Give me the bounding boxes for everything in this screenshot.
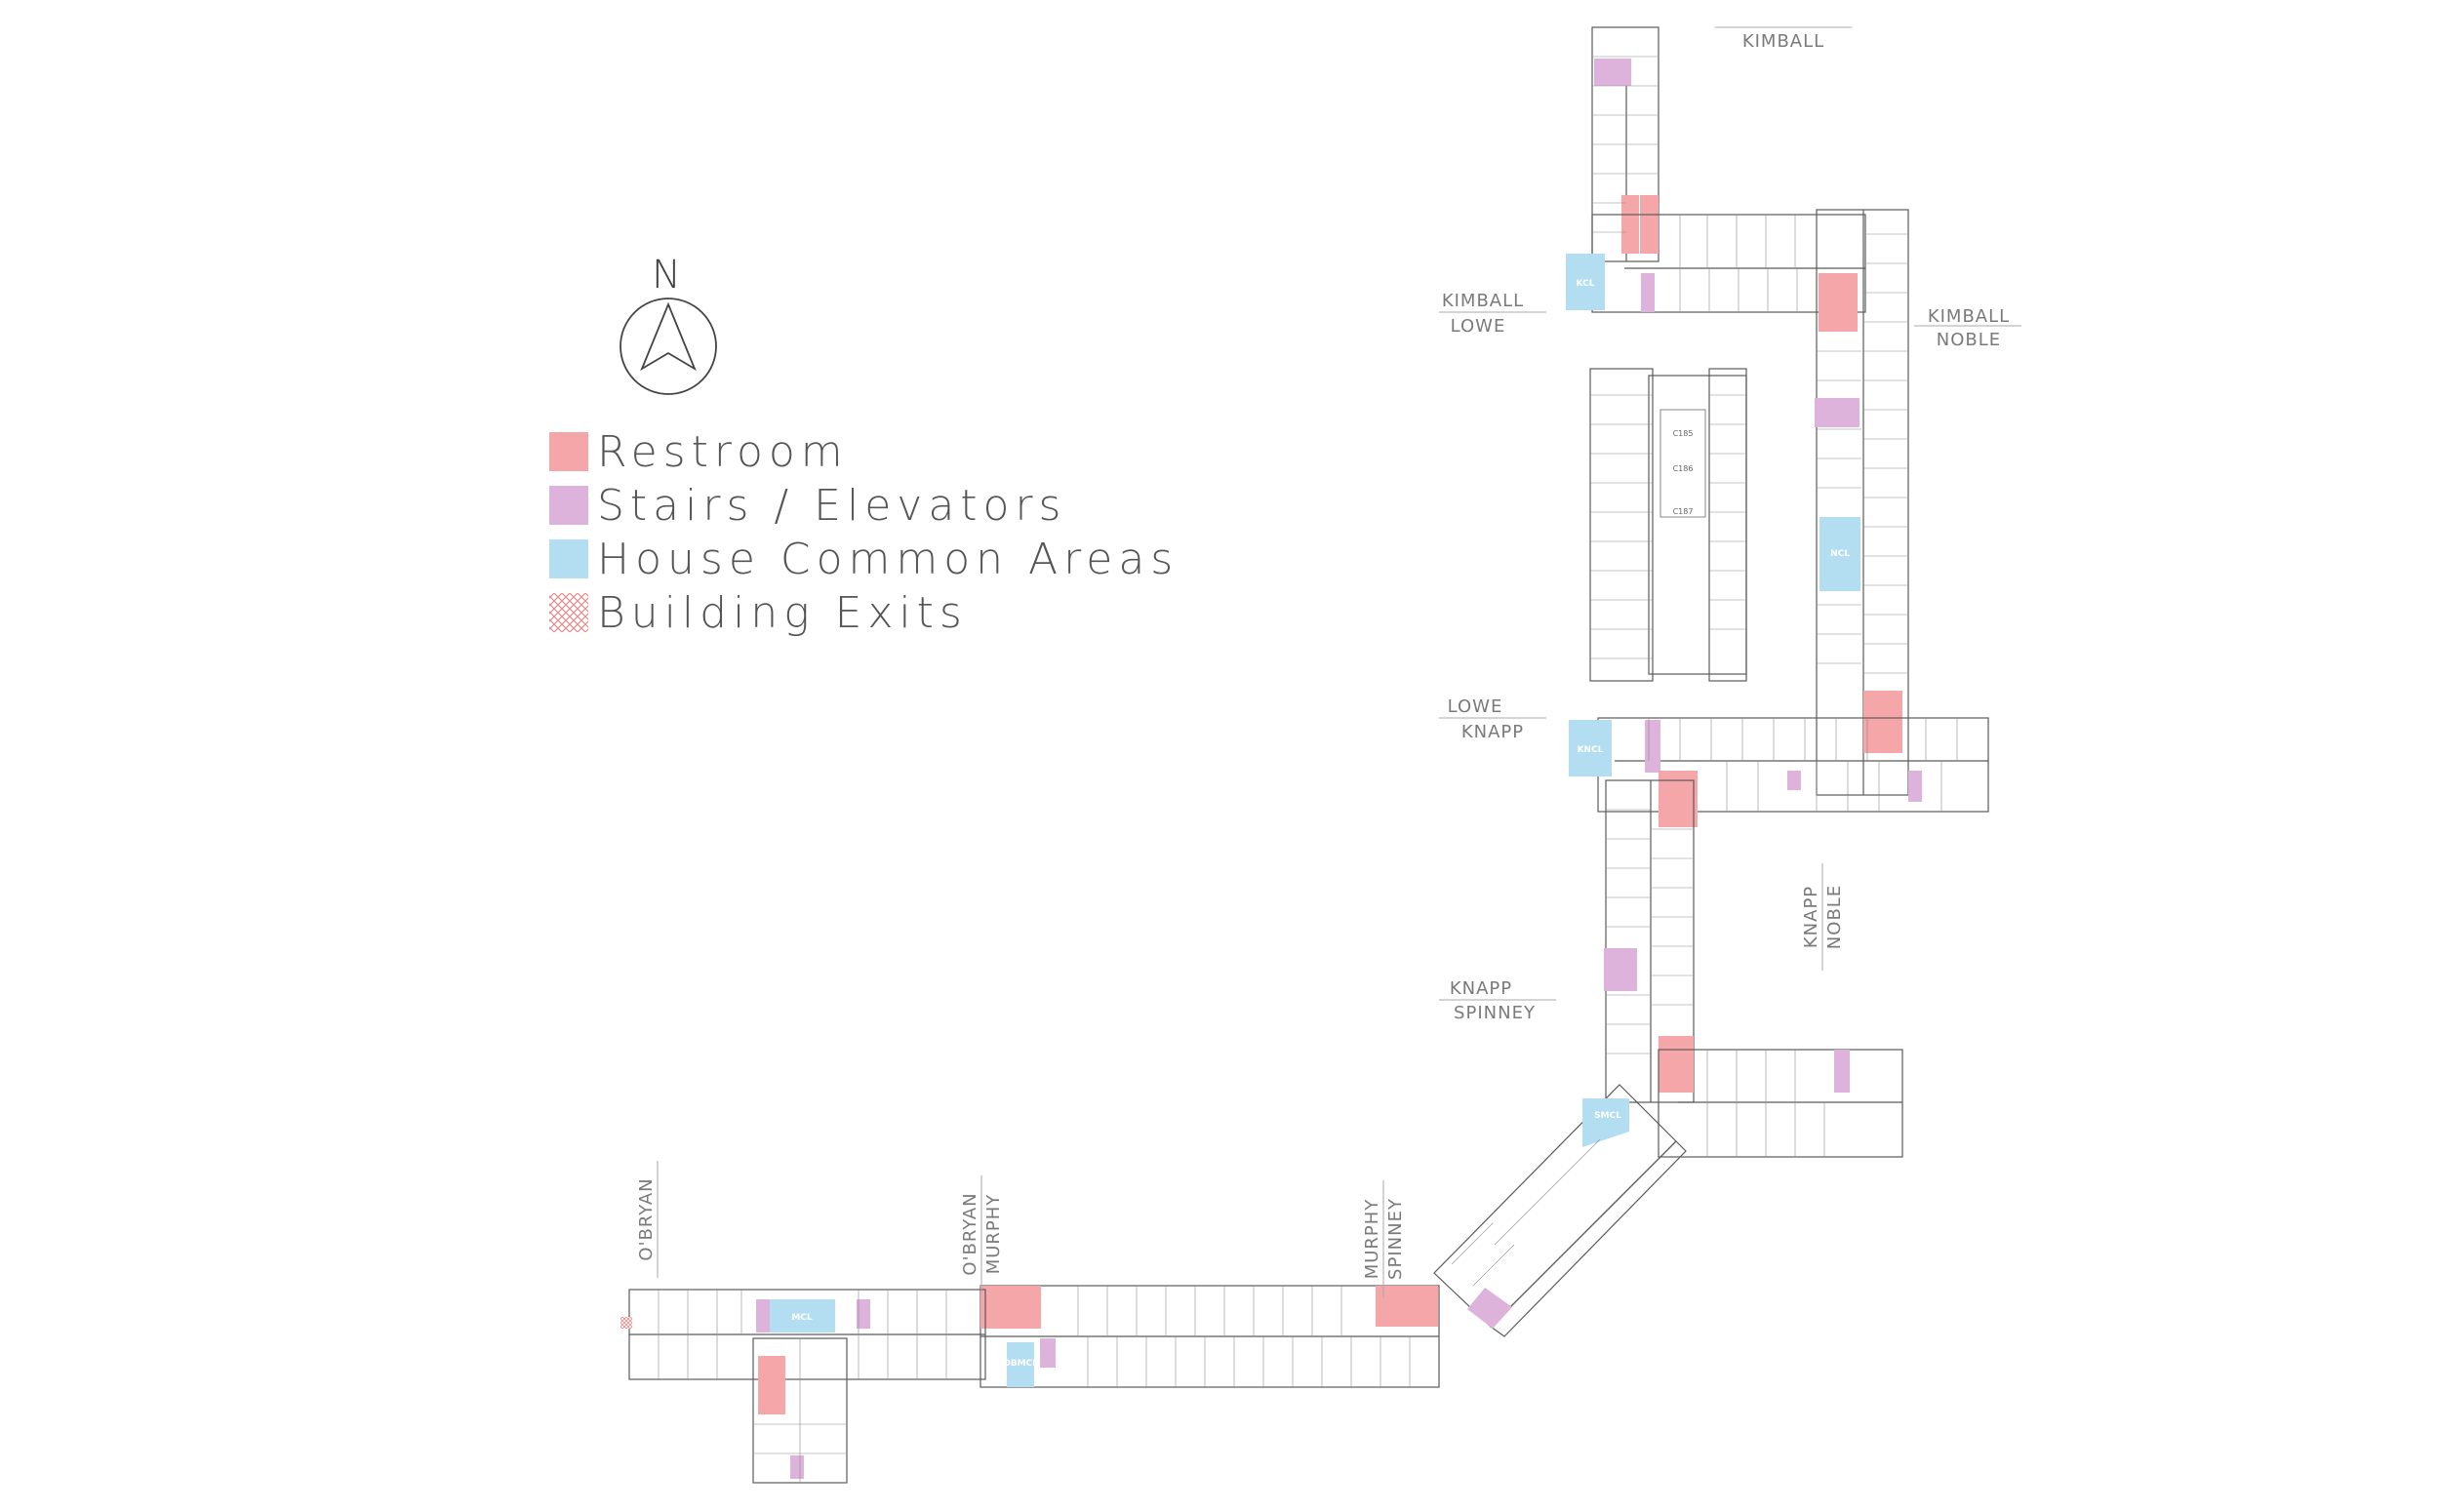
common-obmcl: [1007, 1342, 1034, 1387]
legend-swatch-stairs: [549, 486, 588, 525]
common-ncl: [1819, 517, 1860, 591]
svg-text:C185: C185: [1673, 429, 1694, 438]
legend-label-restroom: Restroom: [597, 427, 849, 477]
north-arrow-compass: N: [620, 253, 717, 395]
building-floorplan: KCL NCL C185 C186 C187 K: [620, 26, 1989, 1484]
legend-label-common: House Common Areas: [597, 535, 1179, 584]
wing-kimball: [1591, 26, 1659, 262]
label-kimball: KIMBALL: [1715, 26, 1852, 52]
svg-text:KNAPP: KNAPP: [1461, 722, 1524, 742]
wing-spinney: [1658, 1049, 1903, 1158]
room-grid: [658, 56, 1958, 1483]
common-kncl: [1569, 720, 1612, 776]
svg-text:KCL: KCL: [1577, 279, 1595, 289]
restroom-obryan-murphy: [980, 1286, 1041, 1329]
label-kimball-lowe: KIMBALL LOWE: [1439, 291, 1546, 337]
wing-obryan: MCL: [620, 1289, 986, 1484]
svg-text:KNAPP: KNAPP: [1801, 886, 1821, 948]
restroom-kimball-noble: [1819, 273, 1858, 332]
svg-text:KIMBALL: KIMBALL: [1442, 291, 1524, 311]
svg-text:LOWE: LOWE: [1451, 316, 1506, 337]
stairs-lowe-knapp: [1645, 720, 1660, 773]
common-smcl: [1582, 1098, 1629, 1147]
restroom-knapp-spinney: [1659, 1036, 1694, 1093]
wing-knapp: [1604, 779, 1695, 1103]
legend-swatch-common: [549, 539, 588, 578]
legend-swatch-exits: [549, 593, 588, 632]
wing-noble: NCL: [1815, 209, 1909, 796]
svg-text:SPINNEY: SPINNEY: [1385, 1198, 1406, 1280]
stairs-spinney: [1834, 1050, 1850, 1093]
svg-text:NOBLE: NOBLE: [1937, 330, 2001, 350]
svg-text:NCL: NCL: [1830, 549, 1850, 559]
svg-text:C186: C186: [1673, 464, 1694, 473]
stairs-kimball-lowe: [1641, 273, 1655, 312]
svg-text:MCL: MCL: [791, 1313, 813, 1323]
north-arrow-icon: [640, 301, 697, 372]
restroom-obryan: [758, 1356, 785, 1414]
svg-text:KIMBALL: KIMBALL: [1742, 31, 1824, 52]
legend-label-exits: Building Exits: [597, 588, 968, 638]
restroom-murphy-spinney: [1376, 1286, 1438, 1327]
restroom-knapp: [1659, 771, 1698, 827]
label-obryan: O'BRYAN: [636, 1161, 659, 1278]
wing-murphy: OBMCL: [980, 1285, 1440, 1388]
legend-swatch-restroom: [549, 432, 588, 471]
legend: Restroom Stairs / Elevators House Common…: [549, 427, 1179, 638]
compass-north-letter: N: [652, 253, 681, 298]
svg-text:O'BRYAN: O'BRYAN: [636, 1177, 657, 1260]
legend-label-stairs: Stairs / Elevators: [597, 481, 1066, 531]
label-obryan-murphy: O'BRYAN MURPHY: [960, 1175, 1004, 1293]
restroom-kimball: [1640, 195, 1659, 254]
svg-text:OBMCL: OBMCL: [1003, 1359, 1038, 1369]
stairs-spinney-diagonal: [1467, 1288, 1512, 1329]
label-murphy-spinney: MURPHY SPINNEY: [1362, 1180, 1406, 1297]
label-knapp-spinney: KNAPP SPINNEY: [1439, 978, 1556, 1023]
svg-text:C187: C187: [1673, 507, 1694, 516]
compass-circle: [620, 298, 717, 395]
stairs-noble: [1815, 398, 1859, 427]
exit-west: [620, 1317, 632, 1329]
svg-text:SPINNEY: SPINNEY: [1454, 1003, 1536, 1023]
wing-lowe-knapp-cross: KNCL: [1569, 717, 1989, 827]
wing-lowe: C185 C186 C187: [1589, 368, 1747, 682]
stairs-knapp: [1604, 948, 1637, 991]
label-kimball-noble: KIMBALL NOBLE: [1914, 306, 2021, 350]
label-lowe-knapp: LOWE KNAPP: [1439, 696, 1546, 742]
wing-labels: KIMBALL KIMBALL LOWE KIMBALL NOBLE LOWE …: [636, 26, 2021, 1297]
label-knapp-noble: KNAPP NOBLE: [1801, 863, 1845, 971]
svg-text:KIMBALL: KIMBALL: [1928, 306, 2010, 327]
svg-text:SMCL: SMCL: [1594, 1111, 1621, 1121]
wing-spinney-diagonal: SMCL: [1433, 1084, 1687, 1337]
svg-text:O'BRYAN: O'BRYAN: [960, 1192, 980, 1275]
stairs-kimball-north: [1594, 59, 1631, 86]
svg-text:KNCL: KNCL: [1578, 745, 1604, 755]
svg-text:NOBLE: NOBLE: [1824, 885, 1845, 949]
common-mcl: [769, 1299, 835, 1333]
restroom-noble: [1863, 691, 1902, 753]
svg-text:MURPHY: MURPHY: [983, 1194, 1004, 1275]
svg-text:KNAPP: KNAPP: [1450, 978, 1512, 999]
svg-text:MURPHY: MURPHY: [1362, 1199, 1382, 1280]
svg-text:LOWE: LOWE: [1448, 696, 1503, 717]
common-kcl: [1566, 254, 1605, 310]
wing-kimball-cross: KCL: [1566, 214, 1866, 332]
